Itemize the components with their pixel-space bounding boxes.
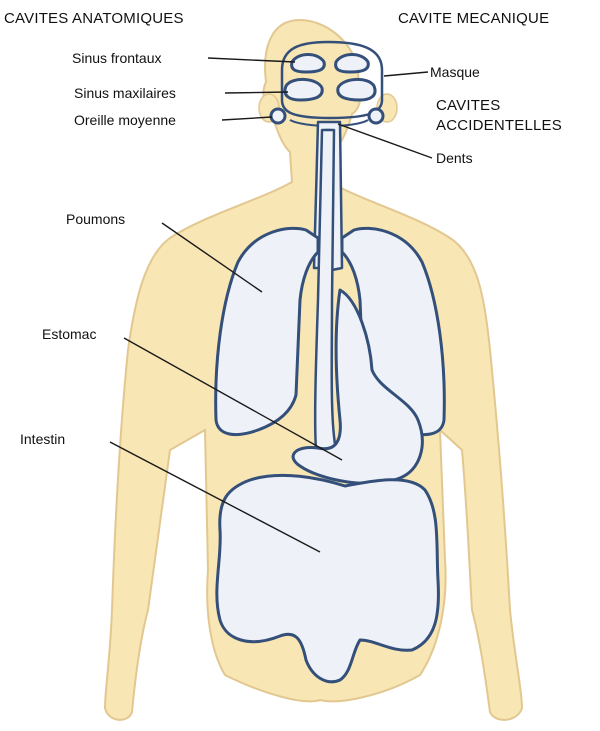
label-sinus-frontaux: Sinus frontaux [72,50,162,66]
frontal-sinus-left [292,55,325,73]
label-masque: Masque [430,64,480,80]
label-estomac: Estomac [42,326,96,342]
maxillary-sinus-right [338,79,375,100]
header-accidental-cavities-line2: ACCIDENTELLES [436,118,562,134]
header-mechanical-cavity: CAVITE MECANIQUE [398,11,549,27]
leader-dents [338,124,432,158]
header-accidental-cavities-line1: CAVITES [436,98,500,114]
maxillary-sinus-left [285,79,322,100]
label-poumons: Poumons [66,211,125,227]
label-sinus-maxilaires: Sinus maxilaires [74,85,176,101]
label-oreille-moyenne: Oreille moyenne [74,112,176,128]
label-dents: Dents [436,150,473,166]
header-anatomical-cavities: CAVITES ANATOMIQUES [4,11,184,27]
middle-ear-left [271,109,285,123]
cavities [216,42,445,682]
leader-masque [384,72,428,76]
leader-sinus-maxilaires [225,92,288,93]
middle-ear-right [369,109,383,123]
label-intestin: Intestin [20,431,65,447]
frontal-sinus-right [336,55,369,73]
